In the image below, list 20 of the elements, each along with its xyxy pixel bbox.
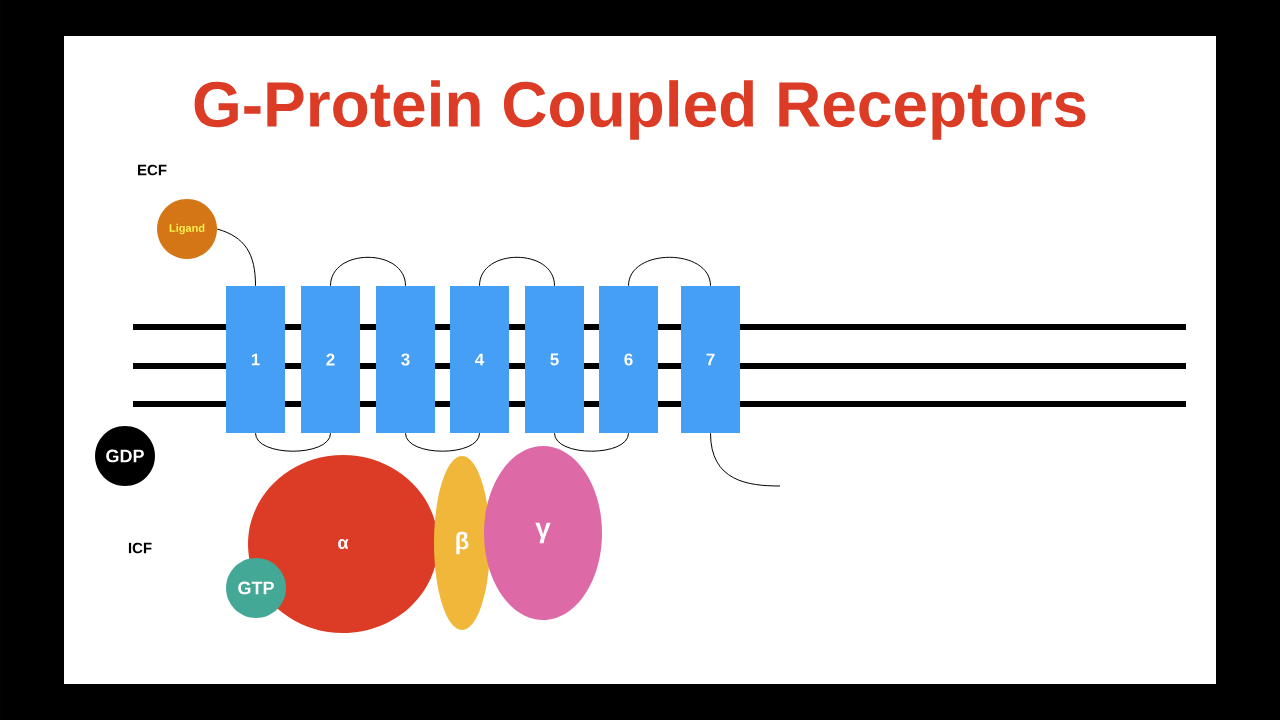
leader-line	[216, 228, 256, 287]
helix-box: 1	[226, 286, 285, 433]
title: G-Protein Coupled Receptors	[194, 80, 1086, 140]
helix-box: 4	[450, 286, 509, 433]
gamma-subunit: γ	[484, 446, 602, 620]
beta-subunit: β	[434, 456, 490, 630]
region-label: ICF	[128, 542, 152, 554]
loop-line	[479, 256, 555, 287]
helix-box: 6	[599, 286, 658, 433]
helix-box: 3	[376, 286, 435, 433]
helix-box: 7	[681, 286, 740, 433]
loop-line	[554, 432, 629, 452]
loop-line	[405, 432, 480, 452]
helix-box: 5	[525, 286, 584, 433]
loop-line	[255, 432, 331, 452]
tail-line	[710, 432, 781, 487]
region-label: ECF	[138, 164, 167, 176]
loop-line	[330, 256, 406, 287]
loop-line	[628, 256, 711, 287]
helix-box: 2	[301, 286, 360, 433]
